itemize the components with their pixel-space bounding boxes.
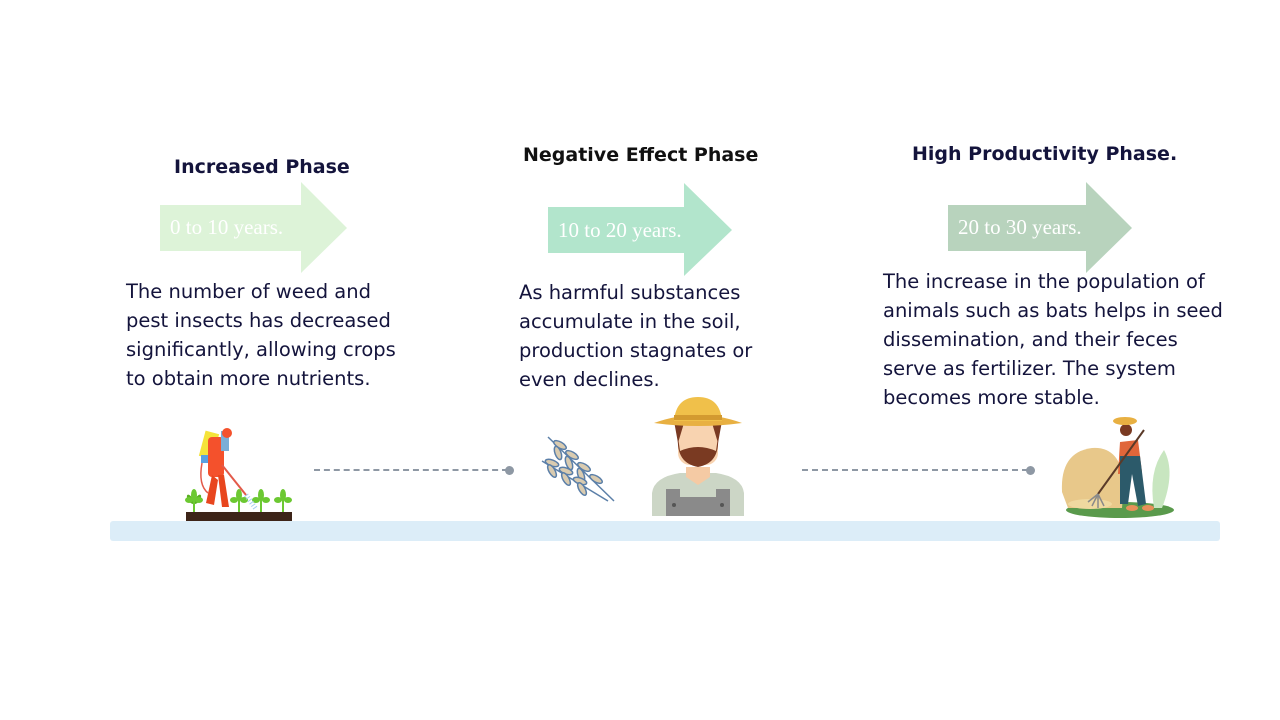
farmer-with-straw-hat-icon bbox=[652, 397, 744, 516]
phase-2-description: As harmful substances accumulate in the … bbox=[519, 281, 753, 391]
phase-3-period: 20 to 30 years. bbox=[958, 215, 1082, 239]
phase-3-title: High Productivity Phase. bbox=[912, 143, 1178, 165]
phase-1-title: Increased Phase bbox=[174, 156, 350, 178]
phase-3-description: The increase in the population of animal… bbox=[883, 270, 1223, 409]
timeline-bar bbox=[110, 521, 1220, 541]
phase-2-arrow: 10 to 20 years. bbox=[548, 183, 734, 277]
connector-dot-1 bbox=[505, 466, 514, 475]
wheat-icon bbox=[541, 436, 615, 502]
connector-line-1 bbox=[314, 469, 508, 471]
farmer-raking-hay-icon bbox=[1061, 417, 1174, 518]
arrow-shape bbox=[160, 182, 347, 273]
arrow-shape bbox=[548, 183, 732, 276]
connector-line-2 bbox=[802, 469, 1028, 471]
phase-1-description: The number of weed and pest insects has … bbox=[126, 280, 396, 390]
phase-2-period: 10 to 20 years. bbox=[558, 218, 682, 242]
phase-1-period: 0 to 10 years. bbox=[170, 215, 284, 239]
connector-dot-2 bbox=[1026, 466, 1035, 475]
phase-3-arrow: 20 to 30 years. bbox=[948, 182, 1134, 274]
arrow-shape bbox=[948, 182, 1132, 273]
farmer-spraying-crops-icon bbox=[185, 428, 292, 521]
phase-1-arrow: 0 to 10 years. bbox=[160, 182, 348, 274]
phase-2-title: Negative Effect Phase bbox=[523, 144, 759, 166]
